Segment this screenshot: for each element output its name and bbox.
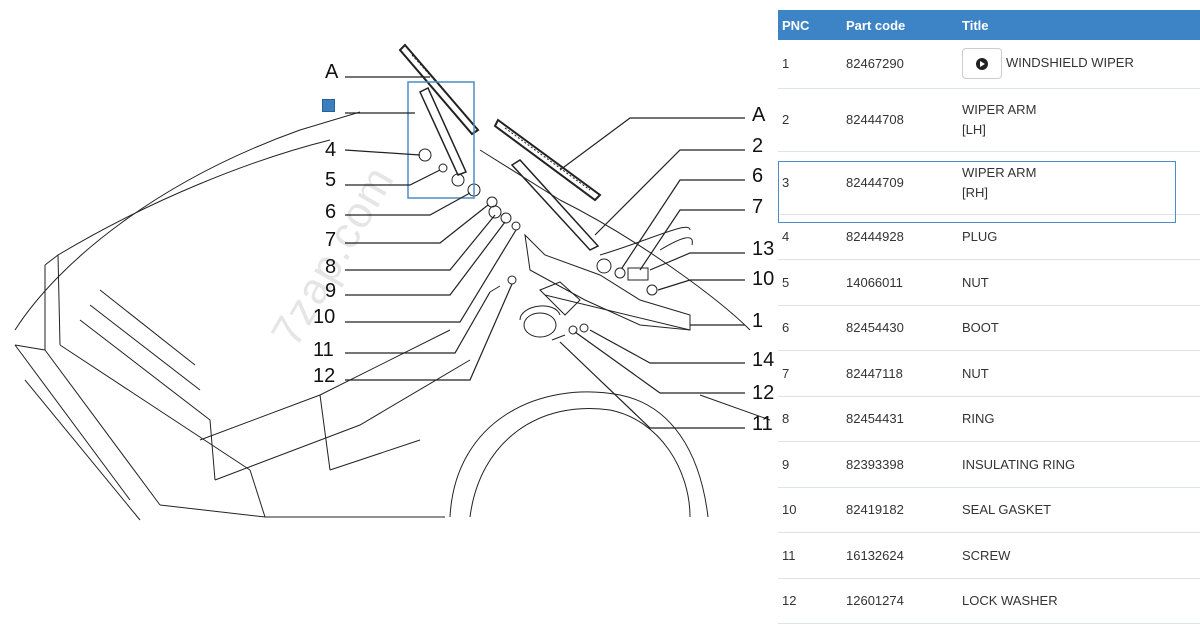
- parts-table-panel: PNC Part code Title 1 82467290 WINDSHIEL…: [778, 10, 1200, 624]
- callout-right-11[interactable]: 11: [752, 413, 773, 435]
- table-row[interactable]: 7 82447118 NUT: [778, 351, 1200, 396]
- row-pnc: 2: [782, 112, 790, 127]
- row-subtitle: [RH]: [962, 185, 988, 200]
- callout-right-10[interactable]: 10: [752, 268, 775, 290]
- callout-right-13[interactable]: 13: [752, 238, 775, 260]
- callout-right-2[interactable]: 2: [752, 135, 764, 157]
- row-part-code: 12601274: [846, 593, 904, 609]
- row-pnc: 9: [782, 456, 790, 472]
- row-title: WIPER ARM: [962, 165, 1037, 180]
- row-pnc: 7: [782, 365, 790, 381]
- callout-right-14[interactable]: 14: [752, 349, 775, 371]
- table-row[interactable]: 2 82444708 WIPER ARM [LH]: [778, 88, 1200, 151]
- row-pnc: 10: [782, 502, 797, 518]
- row-part-code: 82419182: [846, 502, 904, 518]
- callout-left-10[interactable]: 10: [313, 306, 336, 328]
- row-title: PLUG: [962, 229, 998, 245]
- row-part-code: 82467290: [846, 56, 904, 72]
- row-title: SCREW: [962, 547, 1011, 563]
- callout-right-A[interactable]: A: [752, 104, 766, 126]
- table-row-selected[interactable]: 3 82444709 WIPER ARM [RH]: [778, 151, 1200, 214]
- callout-left-8[interactable]: 8: [325, 256, 337, 278]
- callout-left-9[interactable]: 9: [325, 280, 337, 302]
- row-pnc: 12: [782, 593, 797, 609]
- row-part-code: 82444928: [846, 229, 904, 245]
- table-header-row: PNC Part code Title: [778, 10, 1200, 40]
- callout-left-7[interactable]: 7: [325, 229, 337, 251]
- row-part-code: 82454430: [846, 320, 904, 336]
- callout-right-1[interactable]: 1: [752, 310, 764, 332]
- row-title: RING: [962, 411, 995, 427]
- parts-diagram[interactable]: 7zap.com A 4 5 6 7 8 9 10 11 12 A 2 6 7 …: [0, 0, 776, 638]
- row-part-code: 82454431: [846, 411, 904, 427]
- header-title: Title: [962, 17, 989, 33]
- header-part-code: Part code: [846, 17, 906, 33]
- arrow-right-circle-icon: [976, 57, 988, 70]
- row-title: WIPER ARM: [962, 102, 1037, 117]
- diagram-drawing: [14, 43, 771, 521]
- parts-table: PNC Part code Title 1 82467290 WINDSHIEL…: [778, 10, 1200, 624]
- callout-left-6[interactable]: 6: [325, 201, 337, 223]
- callout-left-12[interactable]: 12: [313, 365, 336, 387]
- row-part-code: 16132624: [846, 547, 904, 563]
- go-to-part-button[interactable]: [962, 48, 1002, 80]
- row-part-code: 82447118: [846, 365, 903, 381]
- callout-left-5[interactable]: 5: [325, 169, 337, 191]
- row-pnc: 5: [782, 274, 790, 290]
- table-row[interactable]: 5 14066011 NUT: [778, 260, 1200, 305]
- callout-3-marker: [322, 99, 335, 112]
- callout-left-11[interactable]: 11: [313, 339, 334, 361]
- table-row[interactable]: 10 82419182 SEAL GASKET: [778, 487, 1200, 533]
- callout-right-12[interactable]: 12: [752, 382, 775, 404]
- callout-left-A[interactable]: A: [325, 61, 339, 83]
- table-row[interactable]: 6 82454430 BOOT: [778, 305, 1200, 351]
- table-row[interactable]: 1 82467290 WINDSHIELD WIPER: [778, 40, 1200, 88]
- header-pnc: PNC: [782, 17, 810, 33]
- row-part-code: 14066011: [846, 274, 903, 290]
- row-pnc: 3: [782, 175, 790, 190]
- row-title: INSULATING RING: [962, 456, 1076, 472]
- table-row[interactable]: 12 12601274 LOCK WASHER: [778, 578, 1200, 624]
- callout-right-6[interactable]: 6: [752, 165, 764, 187]
- row-part-code: 82444709: [846, 175, 904, 190]
- row-part-code: 82393398: [846, 456, 904, 472]
- row-subtitle: [LH]: [962, 122, 986, 137]
- callout-right-7[interactable]: 7: [752, 196, 764, 218]
- table-row[interactable]: 8 82454431 RING: [778, 396, 1200, 442]
- row-title: LOCK WASHER: [962, 593, 1058, 609]
- row-title-cell: WIPER ARM [RH]: [958, 151, 1200, 214]
- table-row[interactable]: 11 16132624 SCREW: [778, 533, 1200, 578]
- callout-left-4[interactable]: 4: [325, 139, 337, 161]
- row-title: NUT: [962, 274, 989, 290]
- row-pnc: 11: [782, 547, 796, 563]
- row-title: WINDSHIELD WIPER: [1006, 55, 1134, 71]
- row-title: BOOT: [962, 320, 999, 336]
- row-pnc: 1: [782, 56, 790, 72]
- row-title-cell: WINDSHIELD WIPER: [958, 40, 1200, 88]
- row-title-cell: WIPER ARM [LH]: [958, 88, 1200, 151]
- row-title: NUT: [962, 365, 989, 381]
- table-row[interactable]: 4 82444928 PLUG: [778, 214, 1200, 260]
- row-pnc: 4: [782, 229, 790, 245]
- row-pnc: 8: [782, 411, 790, 427]
- table-row[interactable]: 9 82393398 INSULATING RING: [778, 442, 1200, 487]
- row-pnc: 6: [782, 320, 790, 336]
- row-part-code: 82444708: [846, 112, 904, 127]
- row-title: SEAL GASKET: [962, 502, 1052, 518]
